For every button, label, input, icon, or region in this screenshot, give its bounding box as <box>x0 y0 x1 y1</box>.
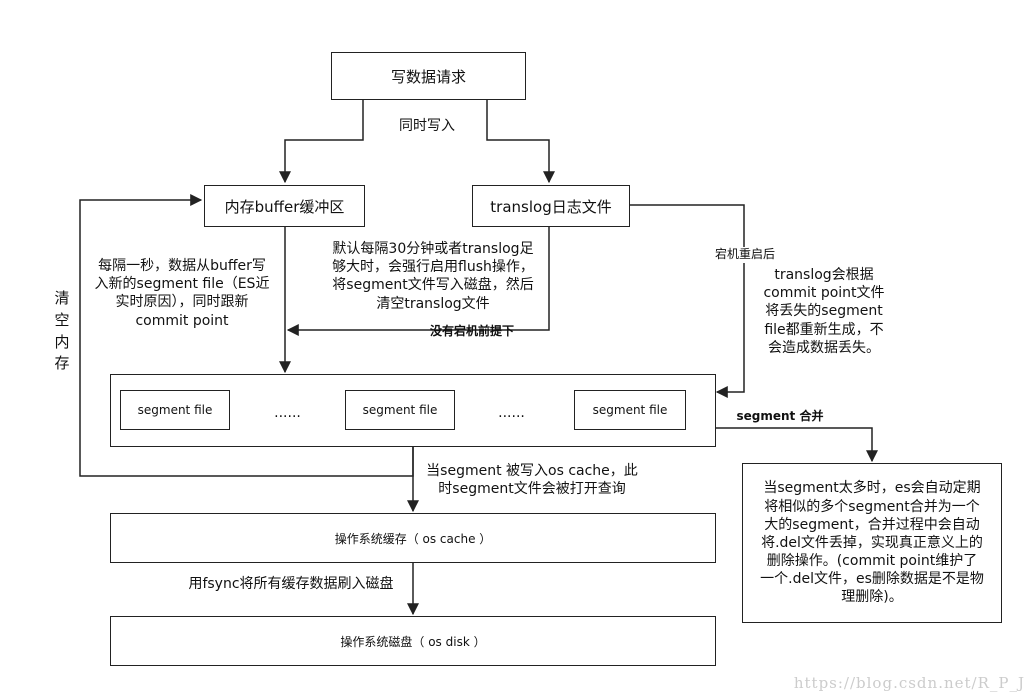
segment-file-1: segment file <box>120 390 230 430</box>
ellipsis-1: ...... <box>274 405 301 421</box>
fsync-label: 用fsync将所有缓存数据刷入磁盘 <box>188 576 394 592</box>
os-disk-box: 操作系统磁盘（ os disk ） <box>110 616 716 666</box>
after-restart-label: 宕机重启后 <box>700 247 790 263</box>
os-cache-box: 操作系统缓存（ os cache ） <box>110 513 716 563</box>
arrow-segment-merge <box>714 427 878 463</box>
segment-file-2-label: segment file <box>362 403 438 417</box>
ellipsis-2: ...... <box>498 405 525 421</box>
merge-note-text: 当segment太多时，es会自动定期 将相似的多个segment合并为一个 大… <box>760 480 984 606</box>
memory-buffer-box: 内存buffer缓冲区 <box>204 185 365 227</box>
write-request-label: 写数据请求 <box>390 67 466 86</box>
to-os-cache-note: 当segment 被写入os cache，此 时segment文件会被打开查询 <box>426 463 638 498</box>
every-second-note: 每隔一秒，数据从buffer写 入新的segment file（ES近 实时原因… <box>94 258 270 329</box>
arrow-translog-flush <box>286 227 550 336</box>
translog-file-label: translog日志文件 <box>490 197 612 216</box>
merge-note-box: 当segment太多时，es会自动定期 将相似的多个segment合并为一个 大… <box>742 463 1002 623</box>
recover-note: translog会根据 commit point文件 将丢失的segment f… <box>763 267 885 356</box>
arrow-request-to-translog <box>486 100 555 184</box>
segment-merge-label: segment 合并 <box>736 409 824 423</box>
write-both-label: 同时写入 <box>399 118 455 134</box>
flush-default-note: 默认每隔30分钟或者translog足 够大时，会强行启用flush操作， 将s… <box>332 241 534 312</box>
os-disk-label: 操作系统磁盘（ os disk ） <box>340 634 486 649</box>
write-request-box: 写数据请求 <box>331 52 526 100</box>
memory-buffer-label: 内存buffer缓冲区 <box>224 197 345 216</box>
segment-file-3: segment file <box>574 390 686 430</box>
segment-file-1-label: segment file <box>137 403 213 417</box>
translog-file-box: translog日志文件 <box>472 185 630 227</box>
os-cache-label: 操作系统缓存（ os cache ） <box>334 531 492 546</box>
arrow-request-to-buffer <box>279 100 364 184</box>
arrow-translog-recover <box>630 204 745 398</box>
watermark-text: https://blog.csdn.net/R_P_J <box>793 674 1025 692</box>
segment-file-3-label: segment file <box>592 403 668 417</box>
segment-file-2: segment file <box>345 390 455 430</box>
no-crash-label: 没有宕机前提下 <box>429 324 514 338</box>
clear-memory-label: 清 空 内 存 <box>54 289 70 373</box>
